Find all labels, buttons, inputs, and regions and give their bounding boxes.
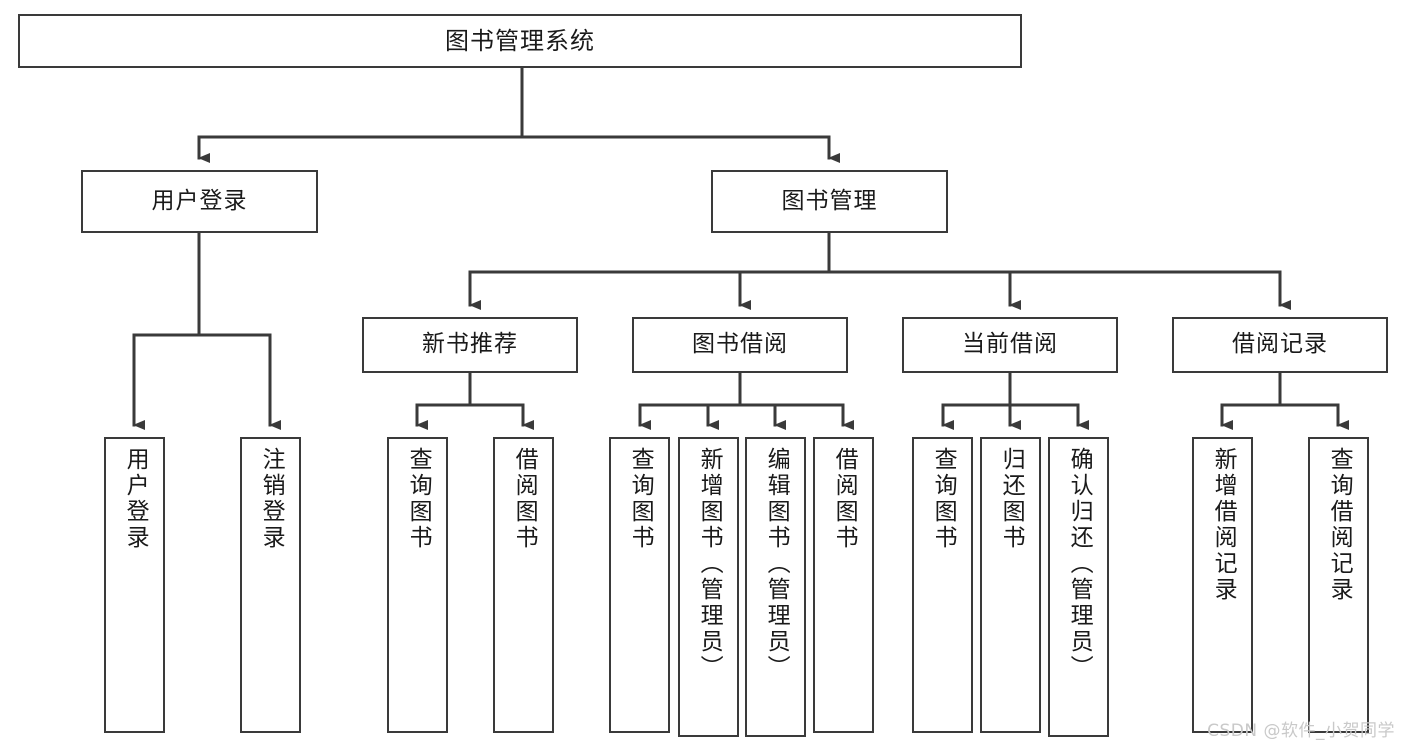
node-label: 借阅图书 [511, 447, 538, 551]
node-borrow-record[interactable]: 借阅记录 [1172, 317, 1388, 373]
node-label: 借阅图书 [831, 447, 858, 551]
node-user-login[interactable]: 用户登录 [81, 170, 318, 233]
leaf-new-book-borrow-book[interactable]: 借阅图书 [493, 437, 554, 733]
leaf-book-borrow-add-book-admin[interactable]: 新增图书（管理员） [678, 437, 739, 737]
node-book-borrow[interactable]: 图书借阅 [632, 317, 848, 373]
node-label: 查询借阅记录 [1326, 447, 1353, 603]
node-label: 确认归还（管理员） [1066, 447, 1093, 681]
node-label: 借阅记录 [1232, 331, 1328, 358]
node-label: 查询图书 [930, 447, 957, 551]
node-current-borrow[interactable]: 当前借阅 [902, 317, 1118, 373]
node-label: 查询图书 [627, 447, 654, 551]
watermark-csdn: CSDN @软件_小贺同学 [1207, 721, 1395, 741]
node-book-management[interactable]: 图书管理 [711, 170, 948, 233]
node-label: 注销登录 [258, 447, 285, 551]
node-label: 用户登录 [122, 447, 149, 551]
leaf-book-borrow-edit-book-admin[interactable]: 编辑图书（管理员） [745, 437, 806, 737]
leaf-book-borrow-borrow-book[interactable]: 借阅图书 [813, 437, 874, 733]
leaf-borrow-record-query-record[interactable]: 查询借阅记录 [1308, 437, 1369, 733]
leaf-book-borrow-query-book[interactable]: 查询图书 [609, 437, 670, 733]
leaf-user-login-login[interactable]: 用户登录 [104, 437, 165, 733]
node-new-book-recommend[interactable]: 新书推荐 [362, 317, 578, 373]
leaf-borrow-record-add-record[interactable]: 新增借阅记录 [1192, 437, 1253, 733]
leaf-current-borrow-confirm-return-admin[interactable]: 确认归还（管理员） [1048, 437, 1109, 737]
node-label: 新增图书（管理员） [696, 447, 723, 681]
node-label: 归还图书 [998, 447, 1025, 551]
node-label: 图书管理 [781, 187, 878, 214]
node-label: 新书推荐 [422, 331, 518, 358]
node-label: 图书借阅 [692, 331, 788, 358]
leaf-current-borrow-query-book[interactable]: 查询图书 [912, 437, 973, 733]
node-label: 用户登录 [151, 187, 248, 214]
node-label: 图书管理系统 [445, 26, 595, 55]
node-label: 查询图书 [405, 447, 432, 551]
leaf-new-book-query-book[interactable]: 查询图书 [387, 437, 448, 733]
node-label: 编辑图书（管理员） [763, 447, 790, 681]
node-root-book-management-system[interactable]: 图书管理系统 [18, 14, 1022, 68]
leaf-current-borrow-return-book[interactable]: 归还图书 [980, 437, 1041, 733]
leaf-user-login-logout[interactable]: 注销登录 [240, 437, 301, 733]
node-label: 新增借阅记录 [1210, 447, 1237, 603]
node-label: 当前借阅 [962, 331, 1058, 358]
